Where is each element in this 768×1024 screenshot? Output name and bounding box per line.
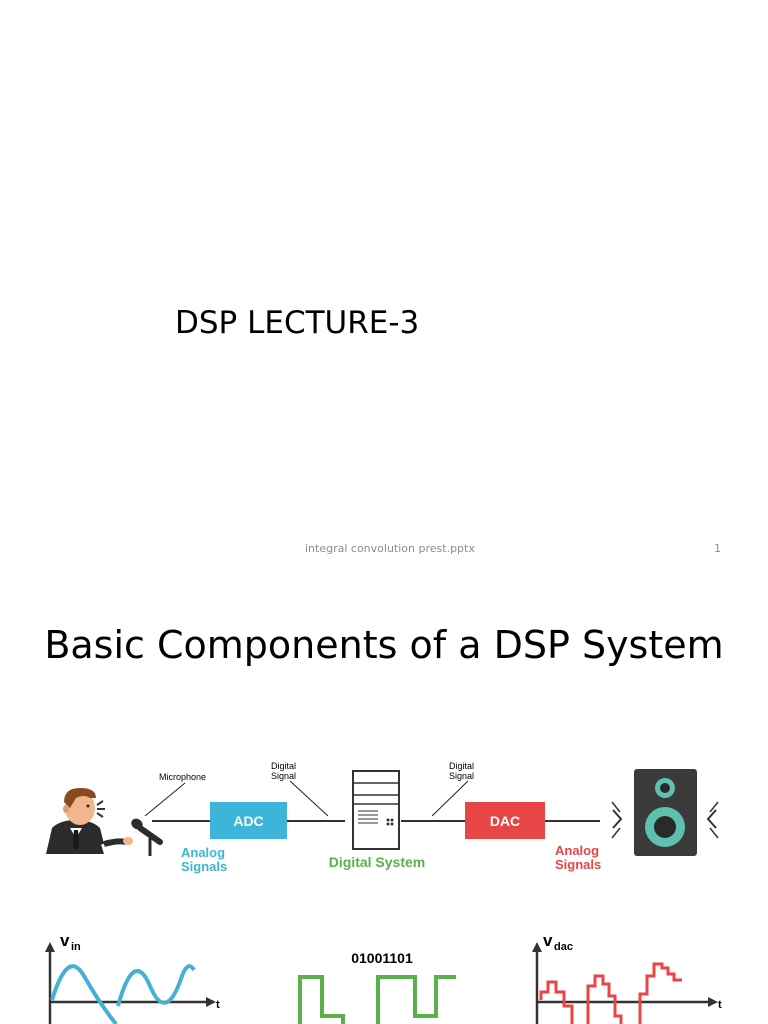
digital-signal-label-right-1: Digital <box>449 761 474 771</box>
analog-signals-right-2: Signals <box>555 857 601 872</box>
digital-bits-label: 01001101 <box>351 950 413 966</box>
microphone-pointer <box>144 782 186 817</box>
slide-title: Basic Components of a DSP System <box>44 623 724 667</box>
vdac-axis-subscript: dac <box>554 941 573 953</box>
digital-system-label: Digital System <box>329 854 425 870</box>
dsp-system-diagram: Microphone ADC Digital Signal Digita <box>45 761 722 1024</box>
dac-label: DAC <box>490 813 520 829</box>
digital-waveform <box>298 975 345 1024</box>
t-axis-label-2: t <box>718 999 722 1011</box>
microphone-label: Microphone <box>159 772 206 782</box>
digital-waveform-2 <box>376 975 456 1024</box>
vdac-graph <box>532 942 718 1024</box>
adc-label: ADC <box>233 813 263 829</box>
digital-signal-label-right-2: Signal <box>449 771 474 781</box>
slide-1: DSP LECTURE-3 integral convolution prest… <box>175 305 721 555</box>
analog-signals-right-1: Analog <box>555 843 599 858</box>
slide-title: DSP LECTURE-3 <box>175 305 420 341</box>
microphone-icon <box>131 818 163 856</box>
computer-tower-icon <box>352 770 400 850</box>
t-axis-label-1: t <box>216 999 220 1011</box>
dac-block <box>465 802 545 839</box>
slide-2: Basic Components of a DSP System Microph… <box>0 576 768 1024</box>
adc-block <box>210 802 287 839</box>
speaker-person-icon <box>46 788 133 854</box>
analog-signals-left-2: Signals <box>181 859 227 874</box>
vdac-axis-label: v <box>543 931 553 950</box>
analog-signals-left-1: Analog <box>181 845 225 860</box>
vin-axis-label: v <box>60 931 70 950</box>
page-number: 1 <box>714 542 721 555</box>
digital-signal-label-left-2: Signal <box>271 771 296 781</box>
loudspeaker-icon <box>611 769 719 856</box>
vin-axis-subscript: in <box>71 941 81 953</box>
digital-signal-label-left-1: Digital <box>271 761 296 771</box>
slide-footer: integral convolution prest.pptx <box>305 542 475 555</box>
vin-graph <box>45 942 216 1024</box>
